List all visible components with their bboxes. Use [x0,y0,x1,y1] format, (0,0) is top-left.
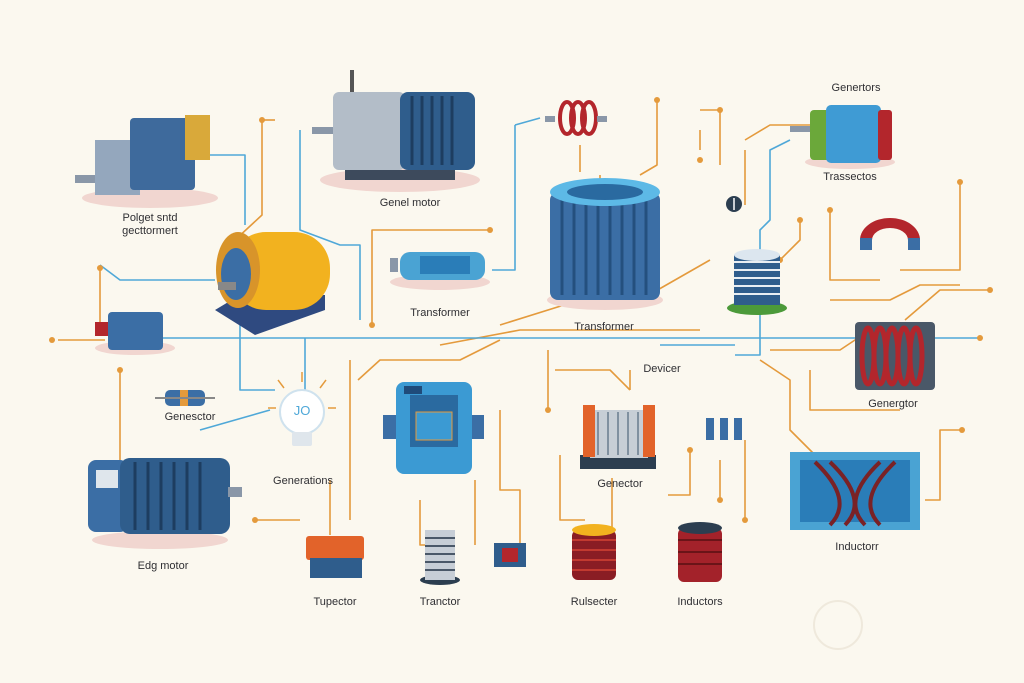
top-coil [545,100,607,136]
wire [925,429,962,501]
wire-terminal [687,447,693,453]
wire-terminal [742,517,748,523]
wire [357,339,501,381]
label-genel-motor: Genel motor [379,197,441,209]
wire-terminal [959,427,965,433]
label-transformer-small: Transformer [410,307,470,319]
resistor-sticks [706,418,742,440]
wire-terminals [49,97,993,523]
genector-device [580,405,656,469]
label-generators-top: Genertors [831,82,881,94]
label-tupector: Tupector [313,596,357,608]
coil-stack [727,249,787,315]
wire-terminal [369,322,375,328]
watermark-logo [813,600,863,650]
wire [759,359,821,461]
wire [735,139,791,356]
wire [559,455,585,521]
top-right-generator [790,105,895,169]
light-bulb [268,372,336,446]
wire [514,117,541,126]
wire [830,284,960,301]
genel-motor [312,70,480,192]
wire [239,320,275,391]
wire-terminal [545,407,551,413]
large-transformer [547,178,663,310]
wire-terminal [797,217,803,223]
rulsecter [572,524,616,580]
wire-terminal [987,287,993,293]
label-polyet-line1: Polget sntd [122,212,178,224]
wire [299,130,361,320]
wire-terminal [252,517,258,523]
wire-terminal [259,117,265,123]
wire [99,264,215,281]
right-red-coil-generator [855,322,935,390]
wire [199,409,271,431]
wire-terminal [957,179,963,185]
large-inductor [790,452,920,530]
tranctor [420,530,460,585]
label-edg-motor: Edg motor [137,560,189,572]
label-generations: Generations [273,475,333,487]
wire [499,410,521,550]
bulb-text: JO [293,403,311,418]
small-chip [494,543,526,567]
wire [371,229,490,325]
label-devicer: Devicer [643,363,681,375]
wire [639,100,658,176]
wire [829,210,880,281]
wire-terminal [697,157,703,163]
small-dial-icon [726,196,742,212]
wire-terminal [487,227,493,233]
wire [668,450,691,496]
wire [492,125,516,271]
wire [809,370,900,411]
label-generator-left: Genesctor [164,411,216,423]
yellow-generator-motor [215,232,330,335]
wire [779,220,801,261]
horseshoe-magnet [860,218,920,250]
wire [234,120,263,241]
tupector [306,536,364,578]
label-tranctor: Tranctor [419,596,461,608]
label-trassectos: Trassectos [823,171,877,183]
wire-terminal [717,497,723,503]
edg-motor [88,458,242,549]
small-blue-motor [95,312,175,355]
wire-terminal [654,97,660,103]
wire [439,329,700,346]
label-inductor-right: Inductorr [835,541,879,553]
label-polyet-line2: gecttormert [122,225,178,237]
label-inductors: Inductors [677,596,723,608]
label-transformer-large: Transformer [574,321,634,333]
label-rulsecter: Rulsecter [570,596,618,608]
small-resistor-generator [155,390,215,406]
label-generator-right: Genergtor [868,398,918,410]
wire [900,182,961,271]
polyet-motor [75,115,218,208]
wire [195,154,246,225]
small-transformer [390,252,490,290]
wire [555,369,631,391]
wire-terminal [97,265,103,271]
wire-terminal [717,107,723,113]
inductors [678,522,722,582]
control-unit [383,382,484,474]
wire [904,289,990,321]
wire [744,124,810,141]
wire-terminal [49,337,55,343]
wire-terminal [827,207,833,213]
wire-terminal [117,367,123,373]
label-genector: Genector [597,478,643,490]
wire-terminal [977,335,983,341]
